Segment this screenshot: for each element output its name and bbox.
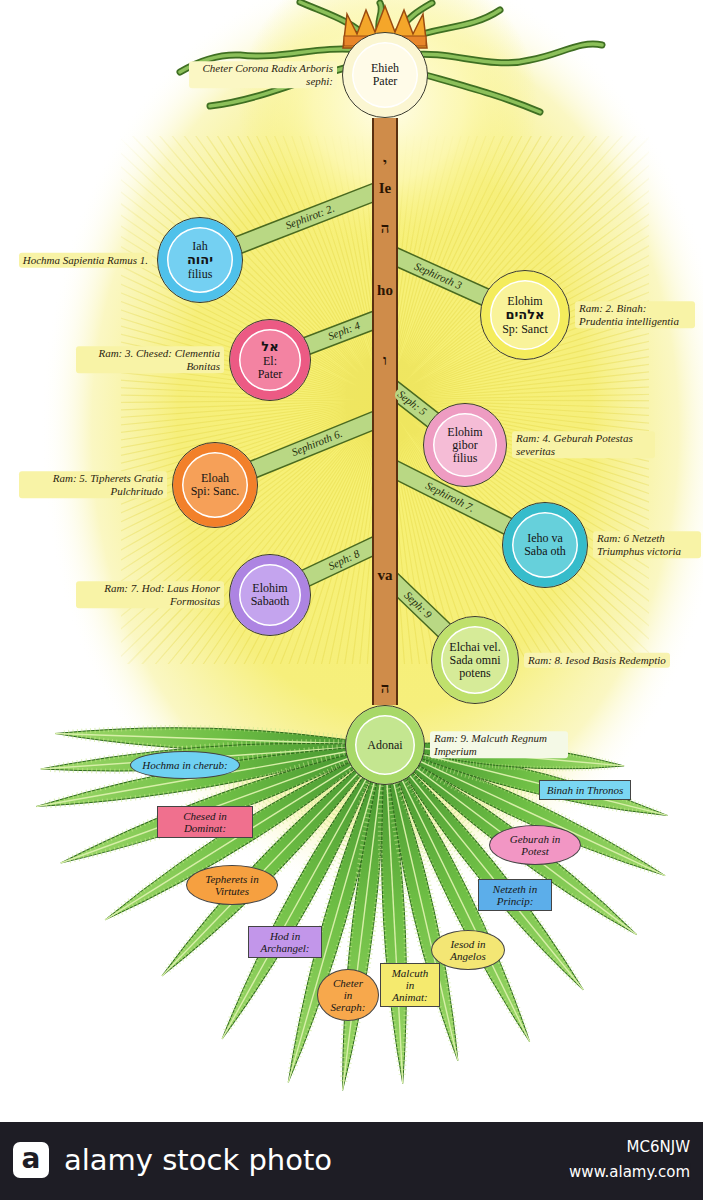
- circle-text: Adonai: [362, 739, 408, 752]
- divine-name: Elohim gibor filius: [441, 426, 490, 465]
- divine-name: El:: [247, 355, 294, 368]
- sephira-name: Ram: 3. Chesed: Clementia Bonitas: [76, 346, 224, 373]
- choir-tag: Chesed in Dominat:: [157, 806, 253, 838]
- branch-label: Seph: 5: [393, 386, 432, 420]
- choir-label: Netzeth in Princip:: [485, 883, 545, 907]
- divine-name: Elohim Sabaoth: [247, 582, 294, 608]
- branch-label: Seph: 4: [323, 318, 364, 344]
- sephira-circle: אלEl:PaterRam: 3. Chesed: Clementia Boni…: [229, 319, 311, 401]
- watermark-url: www.alamy.com: [569, 1163, 690, 1181]
- trunk-body: [374, 118, 396, 705]
- divine-name: Iah: [175, 240, 225, 253]
- branch-label: Sephiroth 3: [409, 259, 466, 294]
- divine-name: Spi: Sanc.: [190, 485, 240, 498]
- divine-name: Eloah: [190, 472, 240, 485]
- circle-text: EloahSpi: Sanc.: [190, 472, 240, 498]
- choir-oval: Tepherets in Virtutes: [186, 865, 278, 905]
- choir-label: Cheter in Seraph:: [329, 977, 367, 1013]
- choir-label: Binah in Thronos: [546, 784, 624, 796]
- divine-name: Elchai vel. Sada omni potens: [449, 641, 501, 680]
- divine-name: Pater: [360, 75, 410, 88]
- divine-name: Pater: [247, 367, 294, 380]
- choir-oval: Cheter in Seraph:: [317, 969, 379, 1021]
- trunk-letter: va: [376, 567, 395, 584]
- divine-name: Adonai: [362, 739, 408, 752]
- choir-oval: Iesod in Angelos: [431, 930, 505, 970]
- sephira-circle: Elohim SabaothRam: 7. Hod: Laus Honor Fo…: [229, 554, 311, 636]
- trunk-letter: ה: [379, 680, 392, 697]
- sephira-circle: IahיהוהfiliusHochma Sapientia Ramus 1.: [157, 217, 243, 303]
- sephira-name: Cheter Corona Radix Arboris sephi:: [189, 61, 337, 88]
- trunk-letter: ה: [379, 220, 392, 237]
- trunk-letter: ו: [381, 352, 389, 369]
- choir-oval: Geburah in Potest: [489, 825, 581, 865]
- circle-text: Iahיהוהfilius: [175, 240, 225, 281]
- choir-label: Hochma in cherub:: [142, 759, 228, 771]
- divine-name: יהוה: [175, 253, 225, 268]
- choir-label: Chesed in Dominat:: [164, 810, 246, 834]
- branch-label: Sephirot: 2.: [281, 201, 339, 234]
- divine-name: Ieho va Saba oth: [520, 532, 570, 558]
- choir-label: Iesod in Angelos: [443, 938, 493, 962]
- sephira-circle: EloahSpi: Sanc.Ram: 5. Tipherets Gratia …: [172, 442, 258, 528]
- palm-roots: [34, 722, 670, 1092]
- circle-text: ElohimאלהיםSp: Sanct: [499, 295, 552, 336]
- divine-name: Sp: Sanct: [499, 322, 552, 335]
- watermark-bar: [0, 1122, 703, 1200]
- branch-label: Seph: 8: [323, 546, 364, 574]
- choir-tag: Malcuth in Animat:: [380, 963, 440, 1007]
- choir-label: Hod in Archangel:: [255, 930, 315, 954]
- tree-trunk: [385, 118, 386, 705]
- divine-name: אלהים: [499, 308, 552, 323]
- trunk-letter: Ie: [377, 180, 394, 197]
- sephira-circle: EhiehPaterCheter Corona Radix Arboris se…: [342, 32, 428, 118]
- watermark-code: MC6NJW: [627, 1138, 690, 1156]
- sephira-circle: ElohimאלהיםSp: SanctRam: 2. Binah: Prude…: [480, 270, 570, 360]
- choir-label: Geburah in Potest: [501, 833, 569, 857]
- branch-label: Seph: 9: [399, 587, 436, 624]
- sephira-circle: Elohim gibor filiusRam: 4. Geburah Potes…: [423, 403, 507, 487]
- divine-name: Ehieh: [360, 62, 410, 75]
- circle-text: Elohim Sabaoth: [247, 582, 294, 608]
- trunk-outline: [372, 118, 398, 705]
- circle-text: אלEl:Pater: [247, 340, 294, 381]
- sephira-name: Ram: 6 Netzeth Triumphus victoria: [593, 531, 701, 558]
- sephira-name: Ram: 2. Binah: Prudentia intelligentia: [575, 301, 695, 328]
- choir-oval: Hochma in cherub:: [130, 751, 240, 779]
- sephira-name: Ram: 4. Geburah Potestas severitas: [512, 431, 655, 458]
- branch-label: Sephiroth 6.: [287, 426, 347, 460]
- choir-tag: Binah in Thronos: [539, 780, 631, 800]
- watermark-text: alamy stock photo: [64, 1143, 332, 1177]
- sephira-circle: AdonaiRam: 9. Malcuth Regnum Imperium: [345, 705, 425, 785]
- circle-text: EhiehPater: [360, 62, 410, 88]
- trunk-letter: ho: [375, 282, 395, 299]
- choir-tag: Hod in Archangel:: [248, 926, 322, 958]
- sephira-circle: Elchai vel. Sada omni potensRam: 8. Ieso…: [431, 616, 519, 704]
- sephira-name: Ram: 5. Tipherets Gratia Pulchritudo: [19, 471, 167, 498]
- sephira-name: Ram: 9. Malcuth Regnum Imperium: [430, 731, 568, 758]
- logo-mark: a: [13, 1142, 49, 1178]
- sephira-name: Ram: 7. Hod: Laus Honor Formositas: [76, 581, 224, 608]
- sephira-name: Hochma Sapientia Ramus 1.: [19, 253, 152, 268]
- divine-name: אל: [247, 340, 294, 355]
- choir-label: Malcuth in Animat:: [387, 967, 433, 1003]
- circle-text: Elchai vel. Sada omni potens: [449, 641, 501, 680]
- trunk-letter: י: [381, 155, 389, 172]
- sephira-circle: Ieho va Saba othRam: 6 Netzeth Triumphus…: [502, 502, 588, 588]
- circle-text: Elohim gibor filius: [441, 426, 490, 465]
- choir-label: Tepherets in Virtutes: [198, 873, 266, 897]
- divine-name: Elohim: [499, 295, 552, 308]
- circle-text: Ieho va Saba oth: [520, 532, 570, 558]
- sephira-name: Ram: 8. Iesod Basis Redemptio: [524, 653, 670, 668]
- choir-tag: Netzeth in Princip:: [478, 879, 552, 911]
- divine-name: filius: [175, 267, 225, 280]
